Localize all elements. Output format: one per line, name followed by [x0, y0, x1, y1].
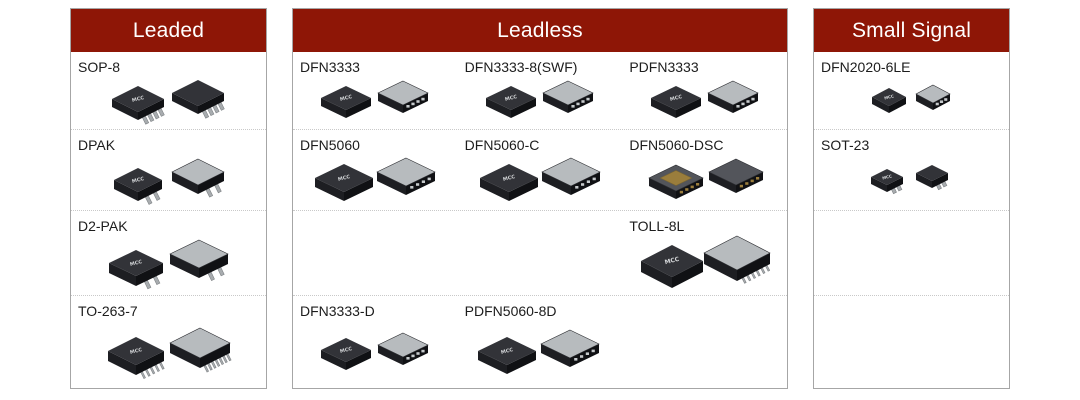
package-image-dfn2020: MCC — [814, 69, 1009, 129]
package-label — [814, 211, 1009, 218]
package-image-dfnswf: MCC — [458, 69, 623, 129]
package-row: D2-PAK MCC — [71, 210, 266, 295]
package-label: DFN5060-DSC — [629, 137, 724, 153]
svg-text:MCC: MCC — [131, 176, 145, 185]
svg-text:MCC: MCC — [129, 259, 143, 268]
package-label: DFN5060-C — [464, 137, 540, 153]
package-row: DFN3333-D MCC PDFN5060-8D MCC — [293, 295, 787, 388]
package-label: DFN5060 — [300, 137, 360, 153]
package-cell: DFN5060-DSC — [622, 130, 787, 210]
package-cell: PDFN5060-8D MCC — [458, 296, 623, 388]
package-cell: DFN5060-C MCC — [458, 130, 623, 210]
package-row: DPAK MCC — [71, 129, 266, 210]
package-image-sot23: MCC — [814, 147, 1009, 210]
package-image-dfn5060c: MCC — [458, 147, 623, 210]
package-cell: DFN2020-6LE MCC — [814, 52, 1009, 129]
package-label: DFN3333 — [300, 59, 360, 75]
package-row — [814, 295, 1009, 388]
package-label: PDFN3333 — [629, 59, 699, 75]
package-label: SOT-23 — [821, 137, 870, 153]
package-cell: DPAK MCC — [71, 130, 266, 210]
package-cell — [814, 211, 1009, 295]
package-cell — [458, 211, 623, 295]
svg-text:MCC: MCC — [881, 173, 892, 180]
panel-leaded-title: Leaded — [71, 9, 266, 52]
svg-text:MCC: MCC — [129, 347, 143, 356]
package-label: TO-263-7 — [78, 303, 138, 319]
package-image-to263: MCC — [71, 313, 266, 388]
package-row: TOLL-8L MCC — [293, 210, 787, 295]
panel-small-signal-title: Small Signal — [814, 9, 1009, 52]
package-image-pdfn8d: MCC — [458, 313, 623, 388]
package-image-dfnd: MCC — [293, 313, 458, 388]
package-label — [622, 296, 787, 303]
package-cell — [814, 296, 1009, 388]
package-label: PDFN5060-8D — [464, 303, 557, 319]
package-cell: DFN3333-D MCC — [293, 296, 458, 388]
package-cell: DFN3333-8(SWF) MCC — [458, 52, 623, 129]
svg-text:MCC: MCC — [338, 174, 352, 183]
package-image-d2pak: MCC — [71, 228, 266, 295]
package-label: DFN3333-D — [300, 303, 375, 319]
package-image-dpak: MCC — [71, 147, 266, 210]
package-cell: TOLL-8L MCC — [622, 211, 787, 295]
package-label: TOLL-8L — [629, 218, 685, 234]
svg-text:MCC: MCC — [500, 347, 514, 356]
package-cell: D2-PAK MCC — [71, 211, 266, 295]
package-image-toll: MCC — [622, 228, 787, 295]
package-image-dfn: MCC — [293, 69, 458, 129]
package-label — [814, 296, 1009, 303]
svg-text:MCC: MCC — [664, 255, 681, 266]
svg-text:MCC: MCC — [504, 94, 518, 103]
package-label: D2-PAK — [78, 218, 128, 234]
svg-text:MCC: MCC — [883, 93, 894, 100]
package-cell — [293, 211, 458, 295]
svg-text:MCC: MCC — [502, 174, 516, 183]
package-label: DFN3333-8(SWF) — [464, 59, 578, 75]
package-label: SOP-8 — [78, 59, 121, 75]
package-cell — [622, 296, 787, 388]
svg-text:MCC: MCC — [340, 94, 354, 103]
package-image-dfndsc — [622, 147, 787, 210]
package-image-sop8: MCC — [71, 69, 266, 129]
package-image-pdfn: MCC — [622, 69, 787, 129]
package-row — [814, 210, 1009, 295]
package-label: DPAK — [78, 137, 116, 153]
svg-text:MCC: MCC — [669, 94, 683, 103]
package-label — [293, 211, 458, 218]
package-label: DFN2020-6LE — [821, 59, 911, 75]
svg-text:MCC: MCC — [340, 346, 354, 355]
package-image-dfn5060: MCC — [293, 147, 458, 210]
svg-text:MCC: MCC — [131, 95, 145, 104]
panel-leadless-title: Leadless — [293, 9, 787, 52]
package-label — [458, 211, 623, 218]
package-row: DFN2020-6LE MCC — [814, 52, 1009, 129]
